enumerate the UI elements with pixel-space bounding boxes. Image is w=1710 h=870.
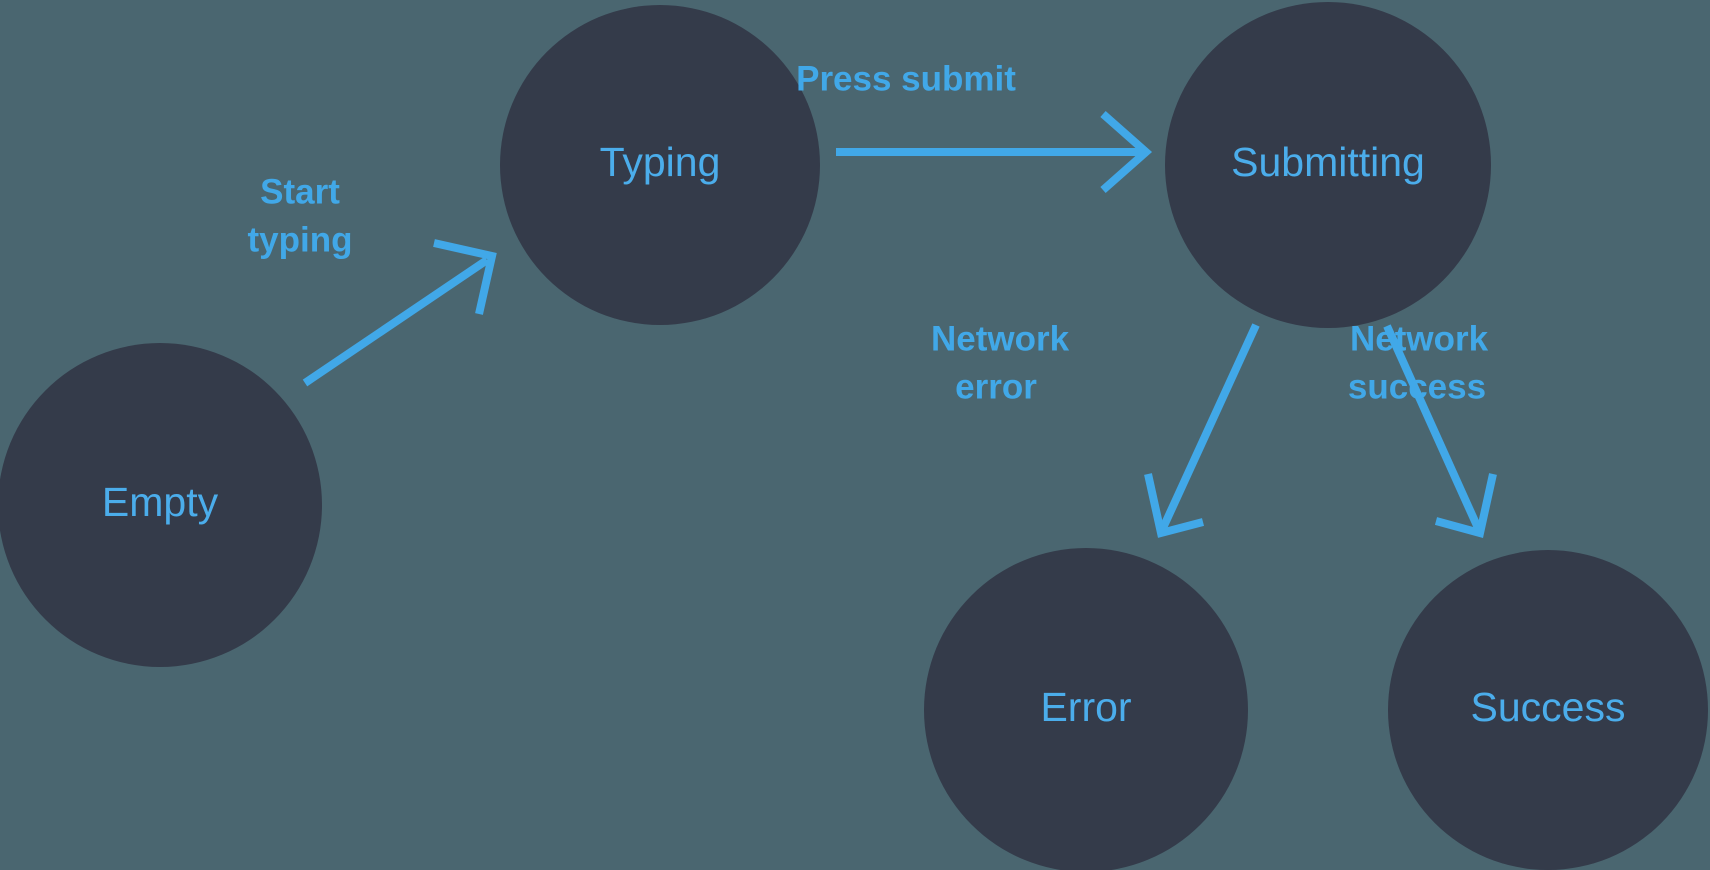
edge-label-press-submit-line1: Press submit xyxy=(796,59,1016,98)
state-node-submitting[interactable]: Submitting xyxy=(1165,2,1491,328)
edge-label-network-error-line2: error xyxy=(955,367,1037,406)
edge-label-start-typing-line2: typing xyxy=(248,220,353,259)
edge-label-press-submit: Press submit xyxy=(796,59,1016,98)
state-label-success: Success xyxy=(1471,684,1626,730)
state-label-error: Error xyxy=(1040,684,1131,730)
state-circle-typing xyxy=(500,5,820,325)
state-label-typing: Typing xyxy=(600,139,721,185)
arrowhead-submitting-to-success xyxy=(1434,473,1497,538)
edge-typing-to-submitting[interactable] xyxy=(836,111,1153,193)
edge-label-network-success: Network success xyxy=(1348,319,1489,406)
edge-label-start-typing-line1: Start xyxy=(260,172,340,211)
arrowhead-submitting-to-error xyxy=(1144,473,1205,538)
edge-label-network-error: Network error xyxy=(931,319,1070,406)
state-node-error[interactable]: Error xyxy=(924,548,1248,870)
edge-line-submitting-to-error xyxy=(1159,323,1260,530)
edge-label-network-success-line1: Network xyxy=(1350,319,1489,358)
state-circle-error xyxy=(924,548,1248,870)
edge-label-start-typing: Start typing xyxy=(248,172,353,259)
state-node-typing[interactable]: Typing xyxy=(500,5,820,325)
edge-line-empty-to-typing xyxy=(302,256,490,387)
state-circle-submitting xyxy=(1165,2,1491,328)
state-circle-empty xyxy=(0,343,322,667)
arrowhead-typing-to-submitting xyxy=(1100,111,1153,193)
state-circle-success xyxy=(1388,550,1708,870)
state-label-empty: Empty xyxy=(102,479,219,525)
edge-label-network-error-line1: Network xyxy=(931,319,1070,358)
state-node-empty[interactable]: Empty xyxy=(0,343,322,667)
edge-line-submitting-to-success xyxy=(1383,324,1482,530)
state-node-success[interactable]: Success xyxy=(1388,550,1708,870)
edge-empty-to-typing[interactable] xyxy=(302,239,497,387)
edge-submitting-to-success[interactable] xyxy=(1383,324,1497,538)
arrowhead-empty-to-typing xyxy=(433,239,497,315)
state-label-submitting: Submitting xyxy=(1231,139,1425,185)
edge-submitting-to-error[interactable] xyxy=(1144,323,1260,538)
edge-label-network-success-line2: success xyxy=(1348,367,1486,406)
